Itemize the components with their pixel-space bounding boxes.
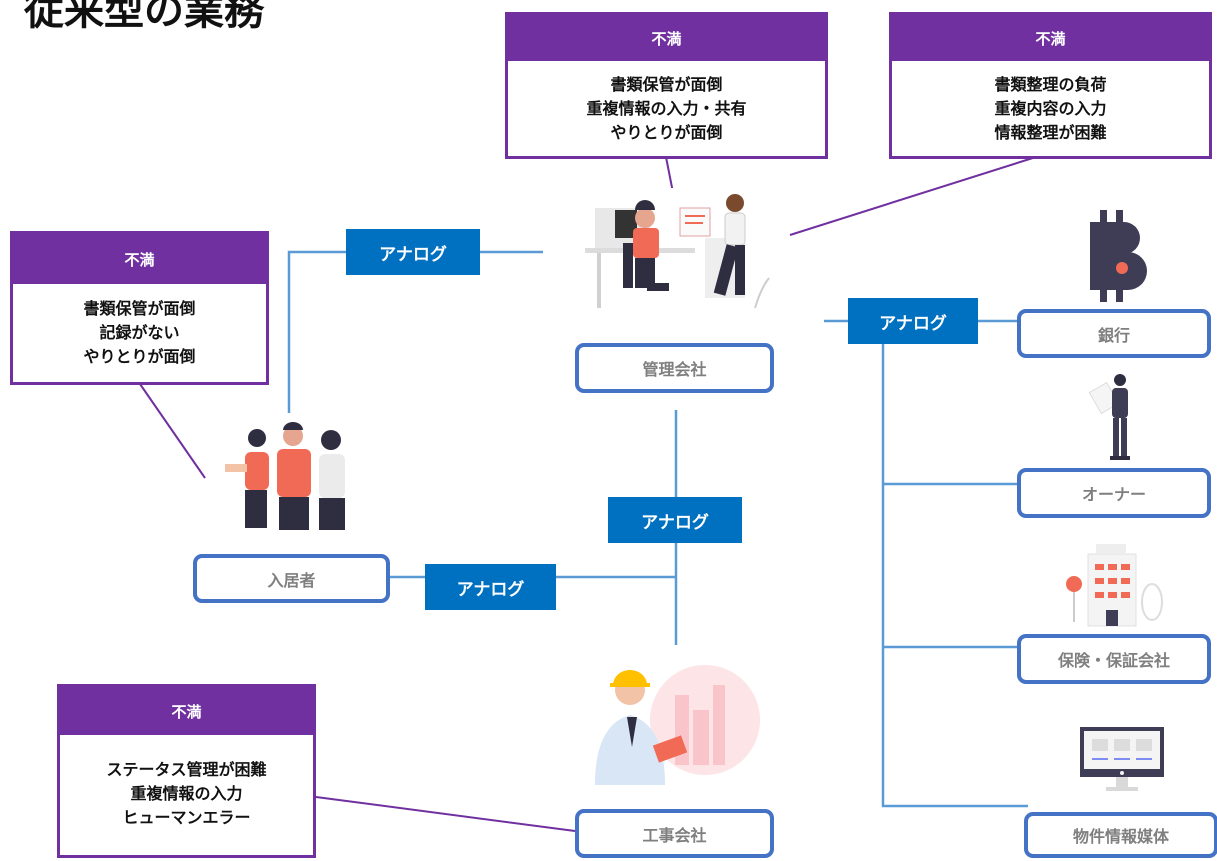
connector-tenant-management xyxy=(287,250,543,413)
complaint-header: 不満 xyxy=(60,687,313,735)
pointer-tenant xyxy=(139,383,206,479)
complaint-item: 書類保管が面倒 xyxy=(83,299,196,318)
complaint-item: ステータス管理が困難 xyxy=(106,760,267,779)
complaint-item: 重複情報の入力 xyxy=(130,784,243,803)
building-illustration xyxy=(1066,544,1163,627)
pointer-construction xyxy=(315,796,576,832)
analog-badge-management-construction: アナログ xyxy=(608,497,742,543)
complaint-box-tenant: 不満 書類保管が面倒 記録がない やりとりが面倒 xyxy=(10,231,269,385)
complaint-item: 重複情報の入力・共有 xyxy=(586,98,747,118)
complaint-item: やりとりが面倒 xyxy=(83,347,196,366)
tenants-group-illustration xyxy=(225,422,345,530)
entity-insurance-guarantee: 保険・保証会社 xyxy=(1017,634,1211,684)
entity-construction-company: 工事会社 xyxy=(575,809,774,858)
complaint-box-management-center: 不満 書類保管が面倒 重複情報の入力・共有 やりとりが面倒 xyxy=(505,12,828,159)
complaint-item: 記録がない xyxy=(99,323,180,342)
complaint-item: 重複内容の入力 xyxy=(994,98,1107,118)
owner-person-illustration xyxy=(1088,374,1130,460)
complaint-header: 不満 xyxy=(13,234,266,284)
monitor-icon xyxy=(1080,727,1164,791)
entity-owner: オーナー xyxy=(1017,468,1211,518)
analog-badge-tenant-construction: アナログ xyxy=(425,564,556,610)
complaint-body: ステータス管理が困難 重複情報の入力 ヒューマンエラー xyxy=(60,735,313,853)
entity-bank: 銀行 xyxy=(1017,309,1211,358)
entity-tenant: 入居者 xyxy=(193,554,390,603)
complaint-box-management-right: 不満 書類整理の負荷 重複内容の入力 情報整理が困難 xyxy=(889,12,1212,159)
complaint-item: やりとりが面倒 xyxy=(610,122,723,142)
complaint-item: 書類整理の負荷 xyxy=(994,74,1107,94)
entity-property-media: 物件情報媒体 xyxy=(1024,812,1217,858)
complaint-header: 不満 xyxy=(508,15,825,61)
complaint-body: 書類保管が面倒 重複情報の入力・共有 やりとりが面倒 xyxy=(508,61,825,156)
construction-worker-illustration xyxy=(595,665,760,785)
complaint-item: 書類保管が面倒 xyxy=(610,74,723,94)
complaint-header: 不満 xyxy=(892,15,1209,61)
complaint-box-construction: 不満 ステータス管理が困難 重複情報の入力 ヒューマンエラー xyxy=(57,684,316,858)
complaint-item: ヒューマンエラー xyxy=(122,808,251,827)
analog-badge-management-stakeholders: アナログ xyxy=(848,298,978,344)
office-workers-illustration xyxy=(585,188,775,313)
pointer-management-right xyxy=(789,156,1037,236)
connector-stakeholders-trunk xyxy=(881,321,1028,808)
complaint-body: 書類整理の負荷 重複内容の入力 情報整理が困難 xyxy=(892,61,1209,156)
complaint-item: 情報整理が困難 xyxy=(994,122,1107,142)
entity-management-company: 管理会社 xyxy=(575,343,774,393)
analog-badge-tenant-management: アナログ xyxy=(346,229,480,275)
page-title: 従来型の業務 xyxy=(24,0,264,34)
bitcoin-bank-icon xyxy=(1090,210,1147,302)
complaint-body: 書類保管が面倒 記録がない やりとりが面倒 xyxy=(13,284,266,382)
